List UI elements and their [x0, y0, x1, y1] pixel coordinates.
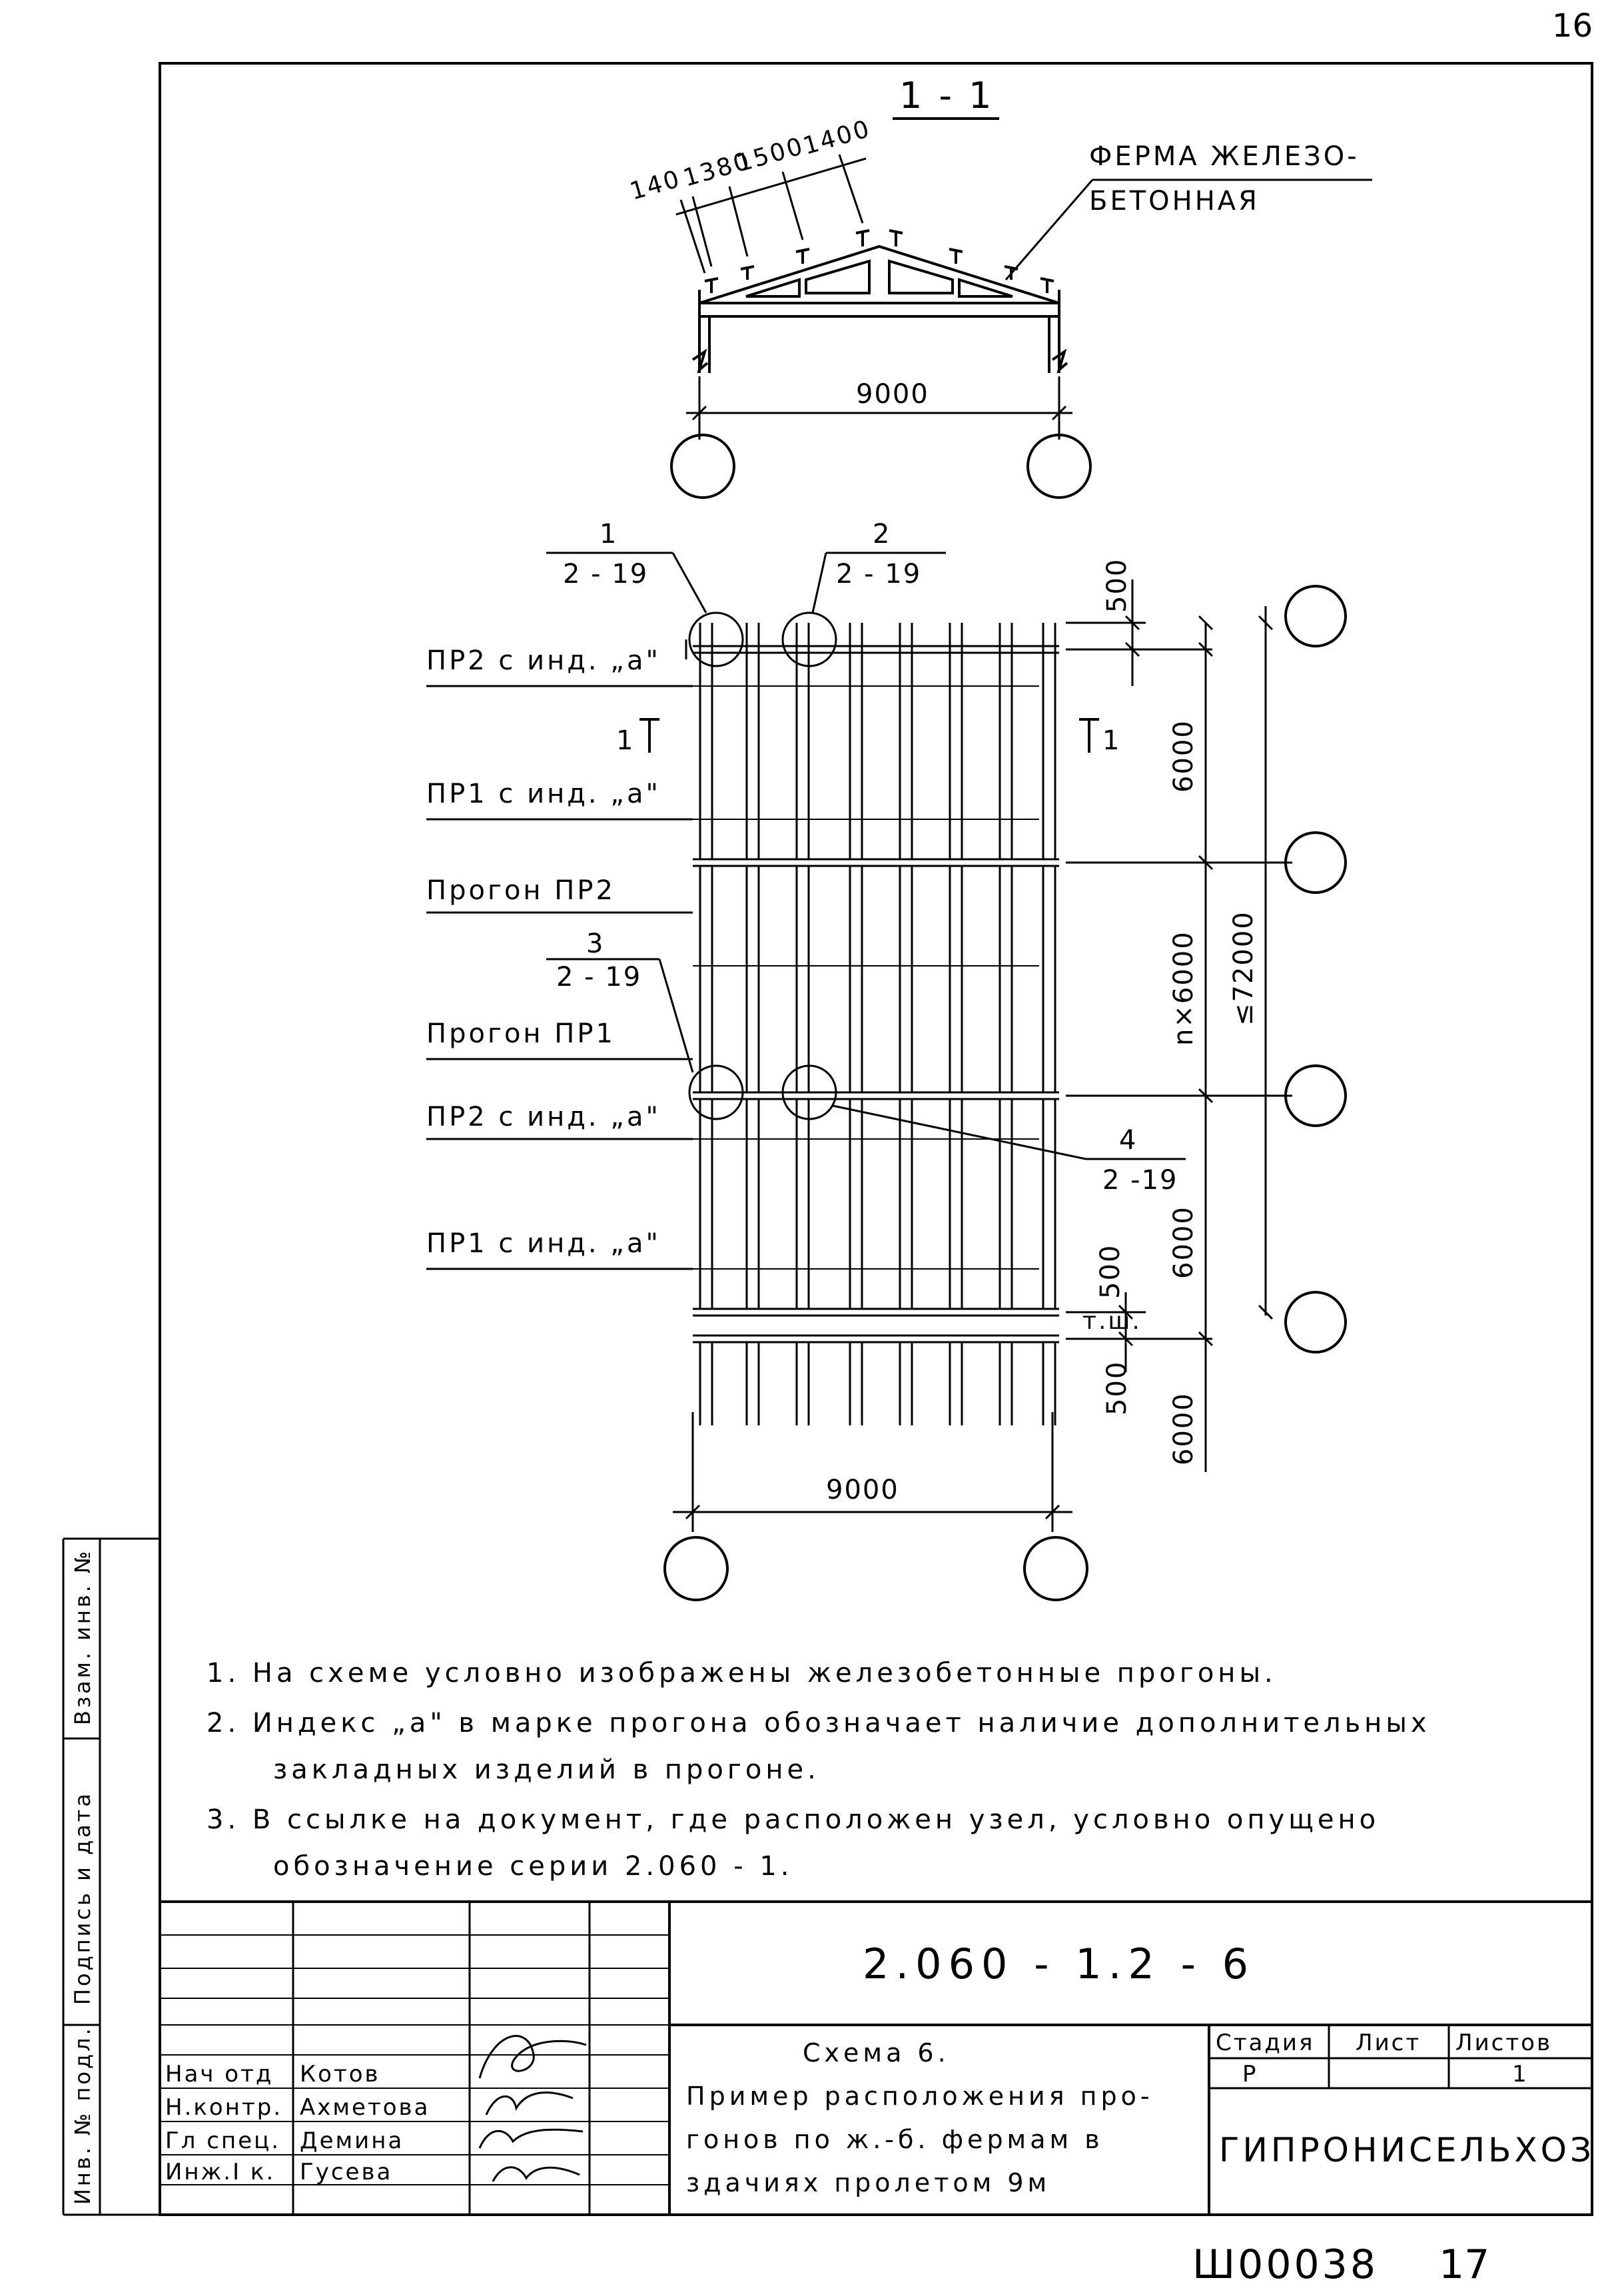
dim-72000: ≤72000 — [1228, 911, 1259, 1026]
label-purlin-pr1: Прогон ПР1 — [426, 1018, 615, 1049]
callout-circle-4 — [781, 1064, 837, 1120]
axis-bubble — [1284, 1064, 1347, 1127]
section-mark-left: 1 — [616, 725, 634, 756]
stage-header: Стадия — [1216, 2030, 1314, 2056]
dim-500-mid: 500 — [1095, 1244, 1126, 1299]
callout-2-num: 2 — [873, 519, 891, 550]
dim-500-top: 500 — [1102, 558, 1132, 613]
bottom-code: Ш00038 — [1192, 2241, 1378, 2288]
label-pr1-a-bottom: ПР1 с инд. „a" — [426, 1228, 661, 1259]
signer-3-name: Демина — [300, 2127, 404, 2154]
signer-1-name: Котов — [300, 2061, 380, 2088]
signer-2-role: Н.контр. — [165, 2094, 282, 2121]
sheets-header: Листов — [1455, 2030, 1552, 2056]
truss-label-line2: БЕТОННАЯ — [1089, 186, 1260, 216]
signer-3-role: Гл спец. — [165, 2127, 280, 2154]
section-span: 9000 — [856, 379, 929, 410]
dim-n-6000: n×6000 — [1168, 931, 1199, 1046]
dim-1500: 1500 — [733, 133, 807, 178]
callout-1-ref: 2 - 19 — [563, 559, 648, 589]
title-line-3: гонов по ж.-б. фермам в — [686, 2125, 1104, 2154]
callout-4-num: 4 — [1119, 1125, 1137, 1156]
axis-bubble — [1284, 585, 1347, 647]
callout-2-ref: 2 - 19 — [836, 559, 921, 589]
title-block — [160, 1900, 1592, 2215]
callout-1-num: 1 — [600, 519, 617, 550]
signer-1-role: Нач отд — [165, 2061, 273, 2088]
dim-6000-top: 6000 — [1168, 719, 1199, 793]
label-temp-joint: т.ш. — [1082, 1308, 1142, 1335]
dim-6000-bottom: 6000 — [1168, 1392, 1199, 1465]
signer-4-name: Гусева — [300, 2159, 392, 2185]
notes-block: 1. На схеме условно изображены железобет… — [206, 1658, 1431, 1882]
callout-3-ref: 2 - 19 — [556, 962, 641, 992]
callout-circle-2 — [781, 611, 837, 667]
section-mark-right: 1 — [1102, 725, 1120, 756]
label-pr1-a-top: ПР1 с инд. „a" — [426, 779, 661, 809]
dim-140: 140 — [627, 165, 684, 206]
slope-dimension-chain — [675, 154, 867, 274]
dim-500-bottom: 500 — [1102, 1361, 1132, 1415]
side-stamp — [62, 1537, 160, 2216]
callout-circle-1 — [688, 611, 744, 667]
organization: ГИПРОНИСЕЛЬХОЗ — [1219, 2131, 1595, 2169]
note-2-cont: закладных изделий в прогоне. — [273, 1754, 820, 1785]
truss-label-line1: ФЕРМА ЖЕЛЕЗО- — [1089, 141, 1360, 172]
label-pr2-a-top: ПР2 с инд. „a" — [426, 645, 661, 676]
note-1: 1. На схеме условно изображены железобет… — [206, 1658, 1277, 1689]
callout-3-num: 3 — [586, 929, 604, 959]
section-title: 1 - 1 — [899, 75, 995, 117]
dim-1400: 1400 — [800, 115, 874, 161]
side-stamp-field-2: Подпись и дата — [70, 1791, 95, 2005]
note-3: 3. В ссылке на документ, где расположен … — [206, 1804, 1380, 1835]
plan-trusses — [699, 623, 1056, 1425]
sheets-value: 1 — [1512, 2061, 1529, 2088]
plan-view: 1 2 - 19 2 2 - 19 3 2 - 19 4 2 -19 ПР2 с… — [426, 519, 1347, 1601]
note-2: 2. Индекс „a" в марке прогона обозначает… — [206, 1708, 1431, 1738]
axis-bubble — [1284, 1291, 1347, 1353]
signatures — [478, 2035, 587, 2182]
axis-bubble — [1026, 434, 1092, 499]
drawing-code: 2.060 - 1.2 - 6 — [863, 1940, 1255, 1988]
dim-6000-mid: 6000 — [1168, 1206, 1199, 1279]
note-3-cont: обозначение серии 2.060 - 1. — [273, 1851, 793, 1882]
sheet-frame — [159, 62, 1593, 2216]
title-line-2: Пример расположения про- — [686, 2082, 1154, 2111]
title-line-4: здачиях пролетом 9м — [686, 2168, 1050, 2197]
signer-4-role: Инж.I к. — [165, 2159, 275, 2185]
bottom-number: 17 — [1439, 2241, 1489, 2288]
section-view: 1 - 1 — [627, 75, 1372, 499]
label-purlin-pr2: Прогон ПР2 — [426, 875, 615, 906]
plan-span: 9000 — [826, 1475, 899, 1505]
callout-4-ref: 2 -19 — [1102, 1165, 1178, 1196]
side-stamp-field-3: Взам. инв. № — [70, 1549, 95, 1725]
axis-bubble — [1023, 1536, 1088, 1601]
side-stamp-field-1: Инв. № подл. — [70, 2026, 95, 2205]
axis-bubble — [1284, 831, 1347, 894]
sheet-header: Лист — [1356, 2030, 1421, 2056]
axis-bubble — [670, 434, 735, 499]
top-corner-number: 16 — [1552, 7, 1593, 45]
signer-2-name: Ахметова — [300, 2094, 430, 2121]
title-line-1: Схема 6. — [803, 2038, 950, 2068]
stage-value: Р — [1242, 2061, 1258, 2088]
label-pr2-a-mid: ПР2 с инд. „a" — [426, 1102, 661, 1132]
axis-bubble — [663, 1536, 729, 1601]
truss-drawing — [691, 229, 1068, 374]
callout-circle-3 — [688, 1064, 744, 1120]
